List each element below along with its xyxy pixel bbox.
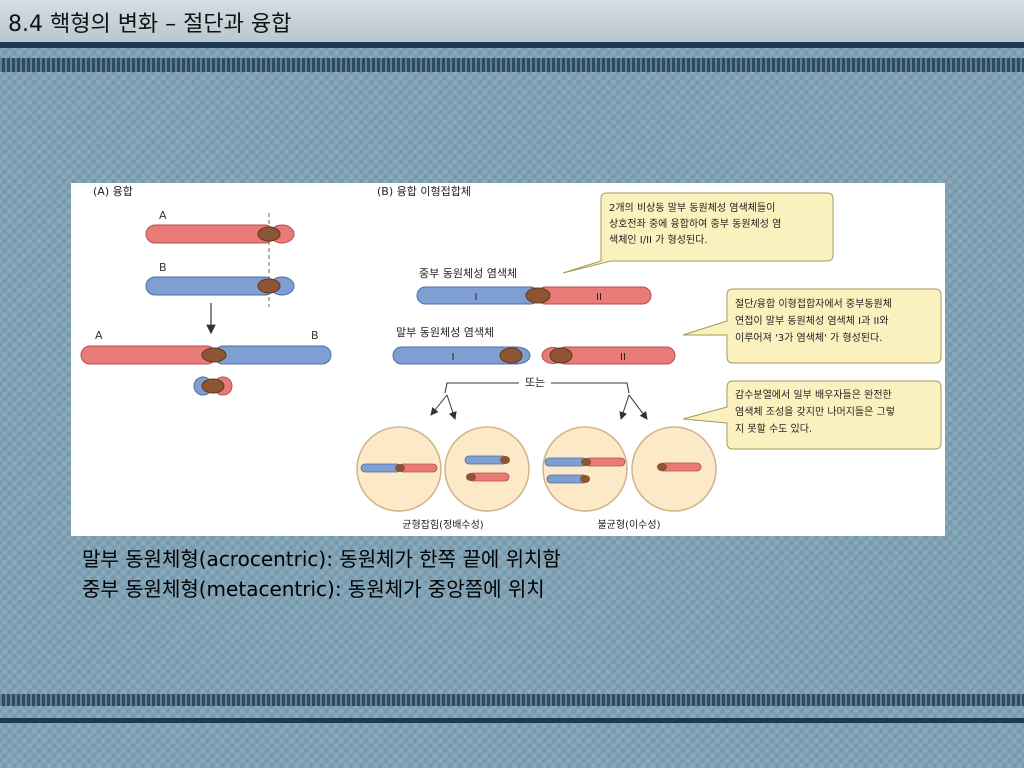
gamete-cell-3 <box>542 426 628 512</box>
callout-3-line-3: 지 못할 수도 있다. <box>735 423 812 435</box>
or-branch-lines <box>430 382 648 420</box>
gamete-cell-2 <box>444 426 530 512</box>
metacentric-chromosome-i-ii: I II <box>416 286 652 305</box>
unbalanced-label: 불균형(이수성) <box>597 519 660 531</box>
svg-text:감수분열에서 일부 배우자들은 완전한 염색: 감수분열에서 일부 배우자들은 완전한 염색체 조성을 갖지만 나머지들은 그렇… <box>735 389 898 435</box>
callout-3-line-1: 감수분열에서 일부 배우자들은 완전한 <box>735 389 892 401</box>
chromosome-a-label: A <box>159 209 167 222</box>
svg-text:2개의 비상동 말부 동원체성 염색체들이: 2개의 비상동 말부 동원체성 염색체들이 상호전좌 중에 융합하여 중부 동원… <box>609 202 784 246</box>
centromere <box>549 347 573 364</box>
callout-3: 감수분열에서 일부 배우자들은 완전한 염색체 조성을 갖지만 나머지들은 그렇… <box>682 380 942 450</box>
caption-acrocentric: 말부 동원체형(acrocentric): 동원체가 한쪽 끝에 위치함 <box>82 547 561 571</box>
panel-b-title: (B) 융합 이형접합체 <box>377 185 471 198</box>
callout-1: 2개의 비상동 말부 동원체성 염색체들이 상호전좌 중에 융합하여 중부 동원… <box>562 192 834 274</box>
bottom-decorative-band-1 <box>0 694 1024 706</box>
callout-2-line-1: 절단/융합 이형접합자에서 중부동원체 <box>735 297 892 310</box>
fused-metacentric-chromosome <box>80 345 332 365</box>
centromere <box>499 347 523 364</box>
bottom-decorative-band-2 <box>0 718 1024 723</box>
arm-i-label: I <box>475 292 478 303</box>
figure-panel: (A) 융합 A B A B (B) 융합 이형접합체 <box>71 183 945 536</box>
small-fused-chromosome <box>193 376 233 396</box>
callout-2: 절단/융합 이형접합자에서 중부동원체 연접이 말부 동원체성 염색체 I과 I… <box>682 288 942 364</box>
slide-title: 8.4 핵형의 변화 – 절단과 융합 <box>8 12 292 37</box>
callout-3-line-2: 염색체 조성을 갖지만 나머지들은 그렇 <box>735 405 895 418</box>
centromere <box>525 287 551 304</box>
callout-2-line-2: 연접이 말부 동원체성 염색체 I과 II와 <box>735 315 889 327</box>
metacentric-label: 중부 동원체성 염색체 <box>419 267 517 280</box>
acrocentric-label: 말부 동원체성 염색체 <box>396 326 494 339</box>
fused-chromosome-label-a: A <box>95 329 103 342</box>
gamete-cell-4 <box>631 426 717 512</box>
balanced-label: 균형잡힘(정배수성) <box>402 519 484 531</box>
callout-1-line-2: 상호전좌 중에 융합하여 중부 동원체성 염 <box>609 217 781 230</box>
chromosome-fusion-diagram: (A) 융합 A B A B (B) 융합 이형접합체 <box>80 185 942 531</box>
acro-arm-i-label: I <box>452 352 455 363</box>
chromosome-b <box>145 276 295 296</box>
gamete-cell-1 <box>356 426 442 512</box>
panel-a-title: (A) 융합 <box>93 185 133 198</box>
acro-arm-ii-label: II <box>620 352 626 363</box>
svg-text:절단/융합 이형접합자에서 중부동원체 연접: 절단/융합 이형접합자에서 중부동원체 연접이 말부 동원체성 염색체 I과 I… <box>735 297 895 344</box>
chromosome-a <box>145 224 295 244</box>
callout-2-line-3: 이루어져 '3가 염색체' 가 형성된다. <box>735 332 882 344</box>
acrocentric-chromosome-i: I <box>392 346 531 365</box>
arm-ii-label: II <box>596 292 602 303</box>
fused-chromosome-label-b: B <box>311 329 319 342</box>
acrocentric-chromosome-ii: II <box>541 346 676 365</box>
title-underline-band <box>0 42 1024 48</box>
top-decorative-band <box>0 58 1024 72</box>
callout-1-line-3: 색체인 I/II 가 형성된다. <box>609 234 708 246</box>
or-label: 또는 <box>525 376 545 389</box>
centromere <box>201 378 225 394</box>
title-bar: 8.4 핵형의 변화 – 절단과 융합 <box>0 0 1024 42</box>
centromere <box>201 347 227 363</box>
chromosome-b-label: B <box>159 261 167 274</box>
callout-1-line-1: 2개의 비상동 말부 동원체성 염색체들이 <box>609 202 775 214</box>
caption-metacentric: 중부 동원체형(metacentric): 동원체가 중앙쯤에 위치 <box>82 577 545 601</box>
